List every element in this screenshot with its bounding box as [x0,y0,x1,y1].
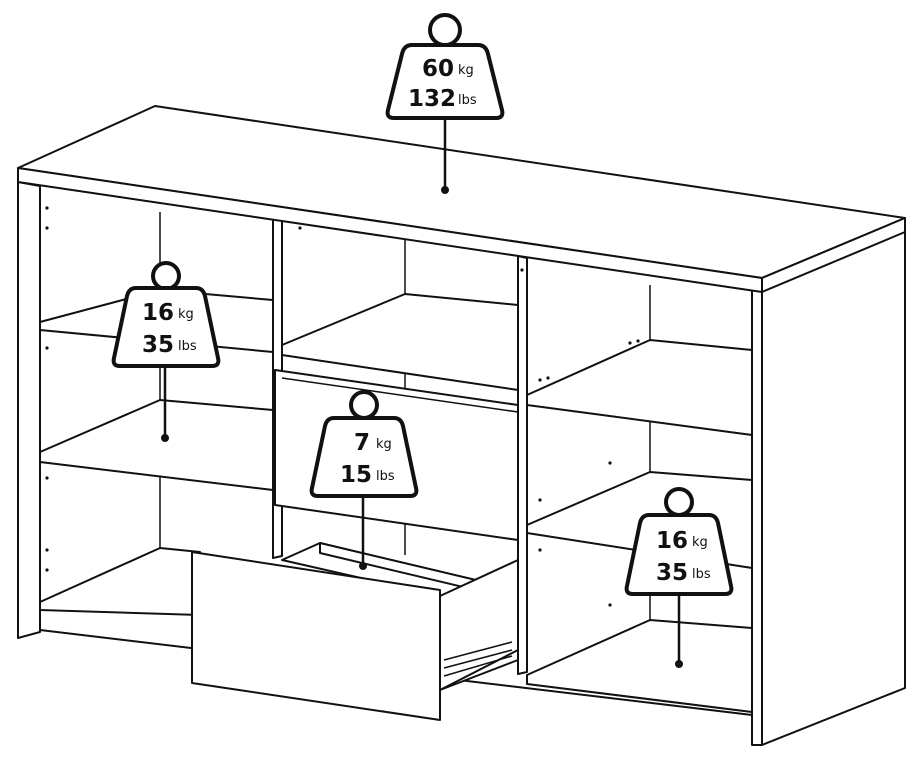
weight-top-kg-unit: kg [458,63,474,78]
left-side-panel [17,181,41,639]
weight-right-lbs-unit: lbs [692,567,711,582]
right-divider [517,255,528,675]
weight-right-lbs-value: 35 [656,560,688,586]
sideboard [17,105,906,746]
open-drawer [191,542,519,721]
weight-label-top: 60 kg 132 lbs [385,13,505,194]
weight-label-drawer: 7 kg 15 lbs [309,390,419,570]
weight-drawer-lbs-value: 15 [340,462,372,488]
weight-top-lbs-value: 132 [408,86,456,112]
middle-shelf [281,293,519,391]
left-shelf-middle [39,399,274,491]
weight-top-lbs-unit: lbs [458,93,477,108]
weight-drawer-kg-value: 7 [354,430,370,456]
open-drawer-front [191,551,441,721]
weight-right-kg-value: 16 [656,528,688,554]
right-side-panel [751,289,763,746]
right-shelf-upper [526,339,753,436]
weight-label-left-shelf: 16 kg 35 lbs [111,261,221,442]
weight-left-lbs-value: 35 [142,332,174,358]
weight-drawer-lbs-unit: lbs [376,469,395,484]
weight-right-kg-unit: kg [692,535,708,550]
right-shelf-bottom [526,619,753,713]
weight-label-right-shelf: 16 kg 35 lbs [624,487,734,668]
weight-drawer-kg-unit: kg [376,437,392,452]
shelf-pin-holes [45,206,640,607]
weight-left-kg-value: 16 [142,300,174,326]
weight-left-lbs-unit: lbs [178,339,197,354]
weight-top-kg-value: 60 [422,56,454,82]
weight-left-kg-unit: kg [178,307,194,322]
